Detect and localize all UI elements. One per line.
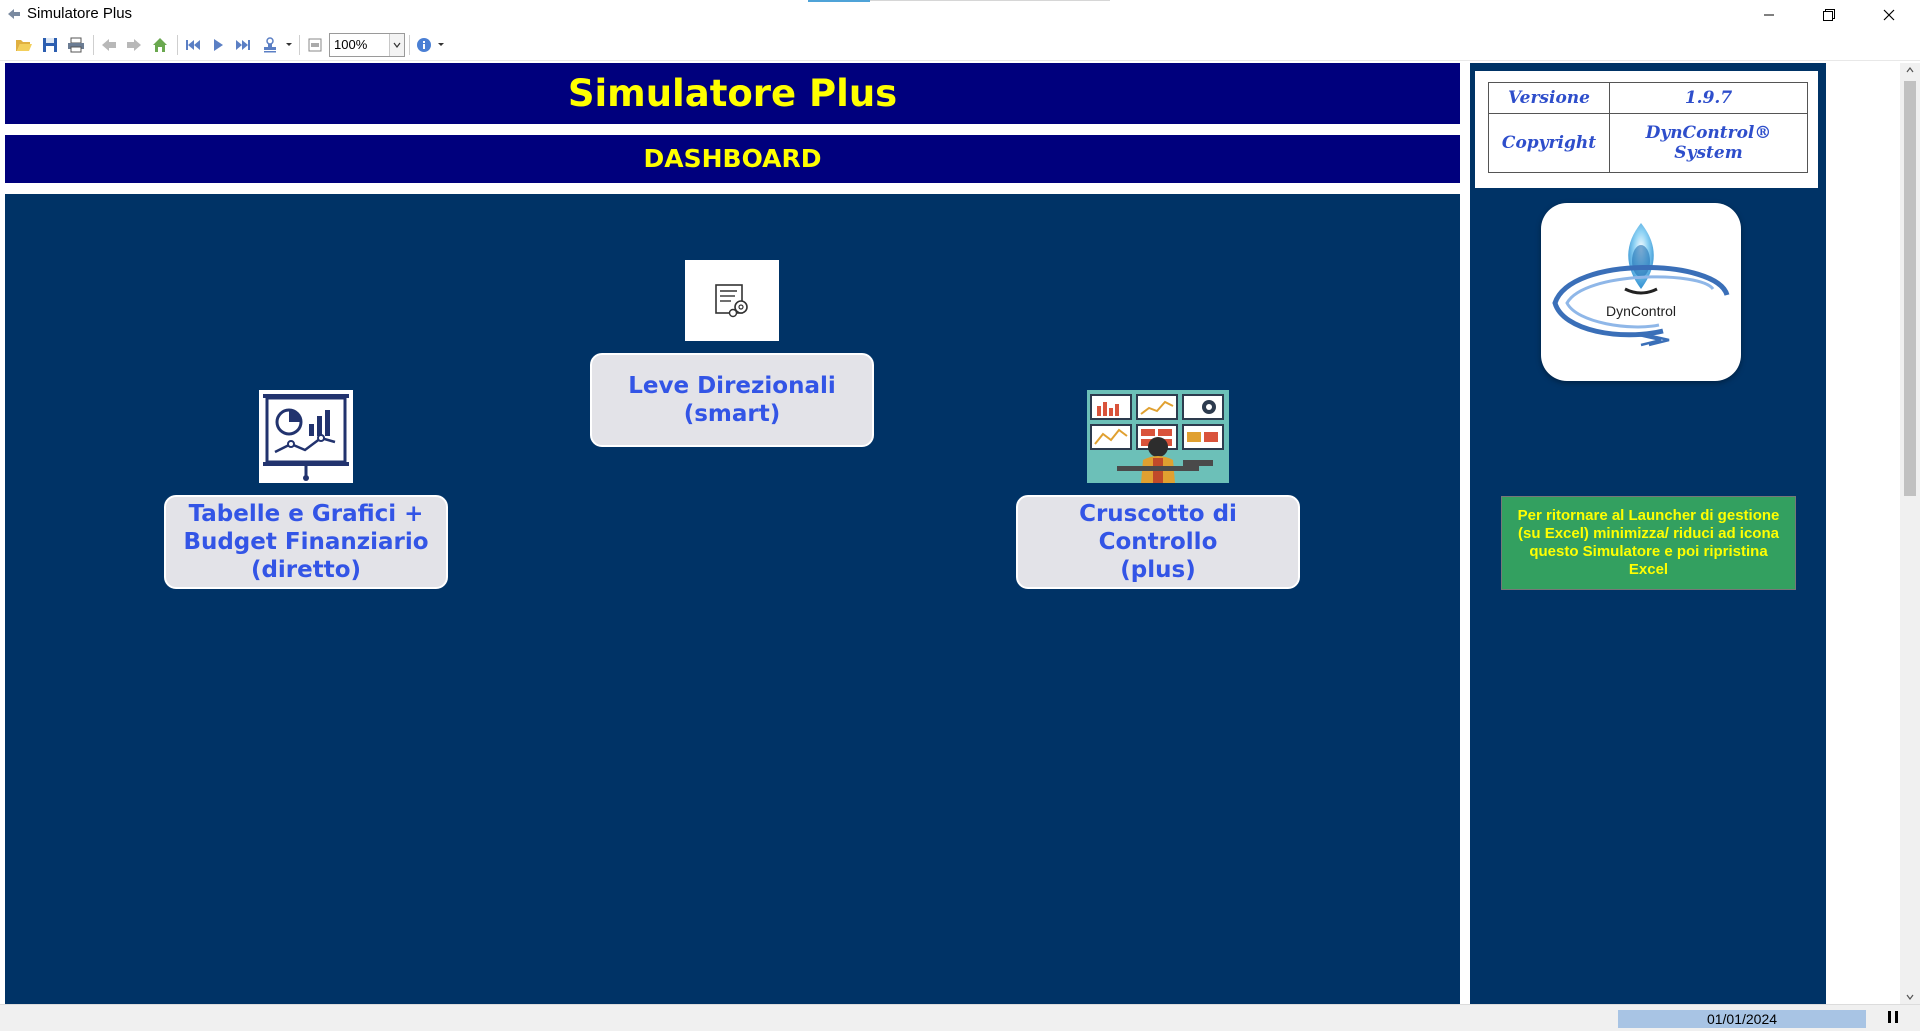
vertical-scrollbar[interactable] — [1900, 63, 1920, 1004]
toolbar-separator — [177, 35, 178, 55]
button-label-line: (smart) — [683, 401, 781, 427]
close-button[interactable] — [1866, 0, 1912, 30]
status-bar: 01/01/2024 — [0, 1004, 1920, 1031]
version-table: Versione 1.9.7 Copyright DynControl® Sys… — [1488, 81, 1808, 173]
toolbar: 100% — [0, 30, 1920, 61]
launcher-note-text: Per ritornare al Launcher di gestione (s… — [1517, 507, 1780, 578]
button-label-line: Cruscotto di — [1079, 501, 1237, 527]
app-icon — [8, 9, 20, 19]
save-icon — [43, 38, 57, 52]
version-value: 1.9.7 — [1609, 81, 1808, 115]
play-icon — [214, 39, 223, 51]
title-divider-line — [870, 0, 1110, 1]
dyncontrol-logo: DynControl — [1541, 203, 1741, 381]
arrow-left-icon — [102, 39, 116, 51]
home-icon — [153, 38, 167, 52]
zoom-select[interactable]: 100% — [329, 33, 405, 57]
logo-text: DynControl — [1605, 303, 1677, 319]
control-room-icon[interactable] — [1087, 390, 1229, 483]
copyright-label: Copyright — [1488, 113, 1610, 173]
version-label: Versione — [1488, 81, 1610, 115]
zoom-dropdown-button[interactable] — [389, 34, 404, 56]
toolbar-separator — [299, 35, 300, 55]
cruscotto-controllo-button[interactable]: Cruscotto di Controllo (plus) — [1016, 495, 1300, 589]
stamp-dropdown-arrow[interactable] — [286, 43, 292, 46]
page-view-button[interactable] — [304, 34, 326, 56]
pause-icon[interactable] — [1888, 1011, 1898, 1025]
toolbar-separator — [409, 35, 410, 55]
zoom-value: 100% — [334, 37, 368, 52]
minimize-icon — [1764, 14, 1774, 16]
leve-direzionali-button[interactable]: Leve Direzionali (smart) — [590, 353, 874, 447]
skip-first-icon — [186, 40, 200, 50]
restore-icon — [1823, 9, 1835, 21]
chevron-down-icon — [393, 42, 401, 48]
info-icon — [417, 38, 431, 52]
minimize-button[interactable] — [1746, 0, 1792, 30]
version-info-box: Versione 1.9.7 Copyright DynControl® Sys… — [1475, 71, 1818, 188]
launcher-note: Per ritornare al Launcher di gestione (s… — [1501, 496, 1796, 590]
play-button[interactable] — [207, 34, 229, 56]
print-button[interactable] — [65, 34, 87, 56]
info-dropdown-arrow[interactable] — [438, 43, 444, 46]
status-date: 01/01/2024 — [1618, 1010, 1866, 1028]
close-icon — [1883, 9, 1895, 21]
forward-button[interactable] — [123, 34, 145, 56]
app-title-banner: Simulatore Plus — [5, 63, 1460, 124]
stamp-button[interactable] — [259, 34, 281, 56]
info-button[interactable] — [413, 34, 435, 56]
last-page-button[interactable] — [232, 34, 254, 56]
button-label-line: (diretto) — [250, 557, 362, 583]
back-button[interactable] — [98, 34, 120, 56]
scrollbar-thumb[interactable] — [1904, 81, 1916, 496]
toolbar-separator — [93, 35, 94, 55]
page-view-icon — [308, 38, 322, 52]
skip-last-icon — [236, 40, 250, 50]
button-label-line: (plus) — [1120, 557, 1196, 583]
dashboard-title-banner: DASHBOARD — [5, 135, 1460, 183]
folder-open-icon — [16, 40, 32, 51]
button-label-line: Leve Direzionali — [628, 373, 836, 399]
stamp-icon — [264, 37, 276, 53]
copyright-value: DynControl® System — [1609, 113, 1808, 173]
button-label-line: Budget Finanziario — [183, 529, 429, 555]
presentation-chart-icon[interactable] — [259, 390, 353, 483]
settings-document-icon[interactable] — [685, 260, 779, 341]
dashboard-canvas: Leve Direzionali (smart) Tabelle e Grafi… — [5, 194, 1460, 1004]
info-side-panel: Versione 1.9.7 Copyright DynControl® Sys… — [1470, 63, 1826, 1004]
window-title: Simulatore Plus — [27, 5, 133, 22]
dyncontrol-logo-icon — [1552, 223, 1730, 347]
scroll-down-icon[interactable] — [1906, 994, 1914, 1000]
save-button[interactable] — [39, 34, 61, 56]
title-accent-line — [808, 0, 870, 2]
arrow-right-icon — [127, 39, 141, 51]
open-button[interactable] — [13, 34, 35, 56]
scroll-up-icon[interactable] — [1906, 67, 1914, 73]
button-label-line: Controllo — [1098, 529, 1218, 555]
printer-icon — [68, 37, 84, 53]
window-title-bar: Simulatore Plus — [0, 0, 1920, 30]
first-page-button[interactable] — [182, 34, 204, 56]
home-button[interactable] — [149, 34, 171, 56]
restore-button[interactable] — [1806, 0, 1852, 30]
button-label-line: Tabelle e Grafici + — [188, 501, 424, 527]
tabelle-grafici-button[interactable]: Tabelle e Grafici + Budget Finanziario (… — [164, 495, 448, 589]
